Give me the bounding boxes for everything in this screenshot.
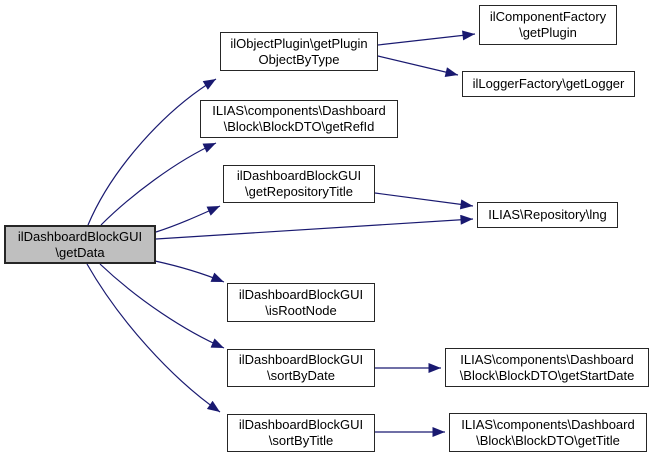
- node-ilias-repository-lng[interactable]: ILIAS\Repository\lng: [477, 202, 618, 228]
- node-ildashboardblockgui-getrepositorytitle[interactable]: ilDashboardBlockGUI \getRepositoryTitle: [223, 165, 375, 203]
- node-ilobjectplugin-getpluginobjectbytype[interactable]: ilObjectPlugin\getPlugin ObjectByType: [220, 32, 378, 71]
- node-ildashboardblockgui-sortbytitle[interactable]: ilDashboardBlockGUI \sortByTitle: [227, 414, 375, 452]
- edge-getdata-to-getrefid: [100, 142, 217, 226]
- edge-getdata-to-getpluginobjectbytype: [87, 78, 217, 226]
- edge-getdata-to-lng: [155, 214, 474, 240]
- node-ildashboardblockgui-isrootnode[interactable]: ilDashboardBlockGUI \isRootNode: [227, 283, 375, 322]
- edge-getdata-to-sortbytitle: [86, 263, 221, 413]
- edge-getdata-to-getrepositorytitle: [155, 205, 221, 233]
- edge-getpluginobjectbytype-to-getlogger: [377, 55, 459, 77]
- node-blockdto-getstartdate[interactable]: ILIAS\components\Dashboard \Block\BlockD…: [445, 348, 649, 387]
- node-ildashboardblockgui-getdata: ilDashboardBlockGUI \getData: [4, 225, 156, 264]
- edge-getdata-to-isrootnode: [154, 260, 225, 283]
- node-ilcomponentfactory-getplugin[interactable]: ilComponentFactory \getPlugin: [479, 5, 617, 45]
- edge-getdata-to-sortbydate: [99, 263, 225, 349]
- node-illoggerfactory-getlogger[interactable]: ilLoggerFactory\getLogger: [462, 71, 635, 97]
- node-blockdto-gettitle[interactable]: ILIAS\components\Dashboard \Block\BlockD…: [449, 413, 647, 452]
- edge-getrepositorytitle-to-lng: [374, 192, 474, 210]
- node-blockdto-getrefid[interactable]: ILIAS\components\Dashboard \Block\BlockD…: [200, 100, 398, 138]
- node-ildashboardblockgui-sortbydate[interactable]: ilDashboardBlockGUI \sortByDate: [227, 349, 375, 387]
- edge-getpluginobjectbytype-to-getplugin: [377, 30, 476, 46]
